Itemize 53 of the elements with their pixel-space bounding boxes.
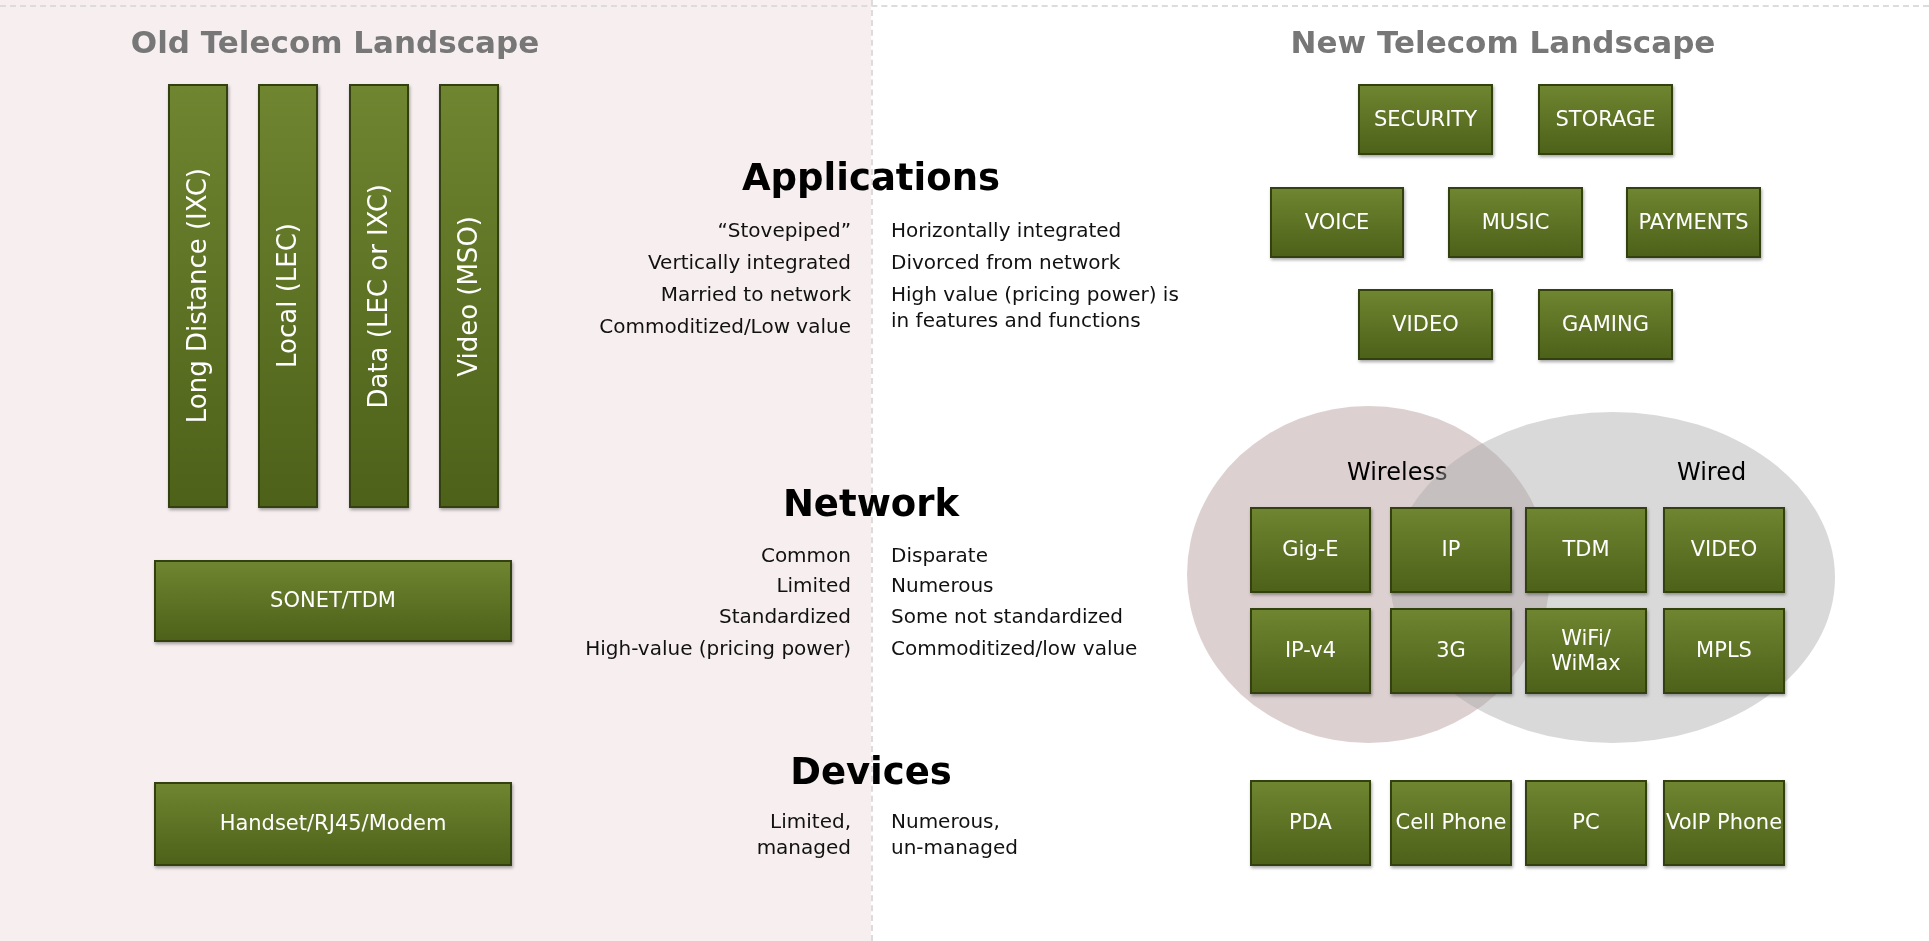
description-text: Some not standardized — [891, 603, 1123, 629]
category-box: PAYMENTS — [1626, 187, 1761, 258]
region-label: Wireless — [1347, 458, 1448, 487]
category-bar — [168, 84, 228, 508]
section-heading: Devices — [790, 749, 952, 795]
category-box: VIDEO — [1358, 289, 1493, 360]
section-heading: Network — [782, 481, 960, 527]
category-box: PC — [1525, 780, 1647, 866]
category-box: IP — [1390, 507, 1512, 593]
description-text: Numerous — [891, 572, 994, 598]
description-text: Married to network — [660, 281, 851, 307]
category-box: SECURITY — [1358, 84, 1493, 155]
description-text: Divorced from network — [891, 249, 1121, 275]
panel-title: New Telecom Landscape — [1290, 23, 1716, 62]
description-text: Commoditized/low value — [891, 635, 1138, 661]
category-label: Local (LEC) — [272, 223, 304, 369]
description-text: Limited — [776, 572, 851, 598]
description-text: High value (pricing power) is in features and functions — [891, 281, 1180, 333]
description-text: Commoditized/Low value — [599, 313, 851, 339]
category-bar — [258, 84, 318, 508]
category-label: Video (MSO) — [453, 215, 485, 377]
category-box: PDA — [1250, 780, 1371, 866]
description-text: “Stovepiped” — [717, 217, 851, 243]
category-box: MPLS — [1663, 608, 1785, 694]
category-label: Data (LEC or IXC) — [363, 183, 395, 409]
category-box: MUSIC — [1448, 187, 1583, 258]
panel-title: Old Telecom Landscape — [130, 23, 540, 62]
category-box: WiFi/ WiMax — [1525, 608, 1647, 694]
description-text: Common — [760, 542, 851, 568]
category-box: STORAGE — [1538, 84, 1673, 155]
category-box: Cell Phone — [1390, 780, 1512, 866]
description-text: Horizontally integrated — [891, 217, 1122, 243]
category-bar — [349, 84, 409, 508]
category-box: 3G — [1390, 608, 1512, 694]
category-box: Handset/RJ45/Modem — [154, 782, 512, 866]
region-label: Wired — [1677, 458, 1747, 487]
category-bar — [439, 84, 499, 508]
description-text: Standardized — [718, 603, 851, 629]
description-text: High-value (pricing power) — [585, 635, 851, 661]
category-box: VoIP Phone — [1663, 780, 1785, 866]
description-text: Limited, managed — [755, 808, 851, 860]
description-text: Numerous, un-managed — [891, 808, 1019, 860]
category-label: Long Distance (IXC) — [182, 168, 214, 424]
category-box: Gig-E — [1250, 507, 1371, 593]
category-box: VOICE — [1270, 187, 1404, 258]
section-heading: Applications — [742, 155, 1000, 201]
category-box: TDM — [1525, 507, 1647, 593]
category-box: SONET/TDM — [154, 560, 512, 642]
category-box: VIDEO — [1663, 507, 1785, 593]
category-box: GAMING — [1538, 289, 1673, 360]
description-text: Disparate — [891, 542, 988, 568]
category-box: IP-v4 — [1250, 608, 1371, 694]
description-text: Vertically integrated — [648, 249, 851, 275]
